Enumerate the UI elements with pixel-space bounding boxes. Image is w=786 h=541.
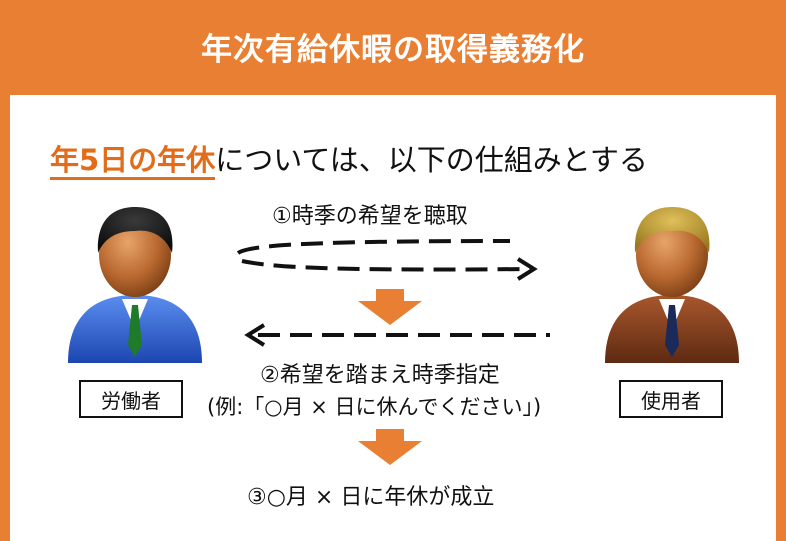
request-arrow-icon bbox=[236, 239, 538, 281]
step-2-text: ②希望を踏まえ時季指定 bbox=[260, 363, 500, 388]
employer-figure-icon bbox=[605, 207, 739, 363]
headline-highlight: 年5日の年休 bbox=[50, 143, 216, 180]
diagram-graphics bbox=[68, 207, 739, 465]
step-3-text: ③○月 × 日に年休が成立 bbox=[247, 485, 495, 510]
headline-rest: については、以下の仕組みとする bbox=[215, 143, 648, 177]
designation-arrow-icon bbox=[244, 323, 550, 347]
down-arrow-2-icon bbox=[358, 429, 422, 465]
worker-figure-icon bbox=[68, 207, 202, 363]
down-arrow-1-icon bbox=[358, 289, 422, 325]
step-2-example-text: (例:「○月 × 日に休んでください」) bbox=[207, 395, 542, 419]
step-1-text: ①時季の希望を聴取 bbox=[272, 204, 468, 229]
content-panel: 年5日の年休については、以下の仕組みとする bbox=[10, 95, 776, 541]
worker-label: 労働者 bbox=[79, 380, 183, 418]
headline: 年5日の年休については、以下の仕組みとする bbox=[50, 137, 648, 180]
employer-label: 使用者 bbox=[619, 380, 723, 418]
slide-title: 年次有給休暇の取得義務化 bbox=[201, 31, 585, 68]
